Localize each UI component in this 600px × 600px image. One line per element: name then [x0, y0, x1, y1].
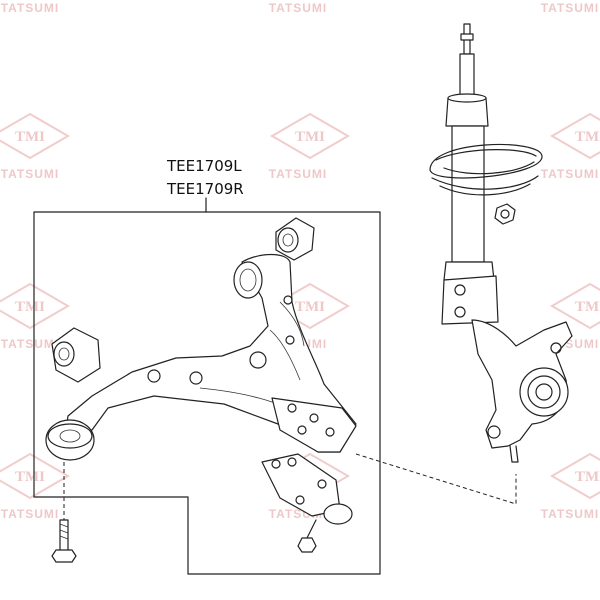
strut-assembly — [429, 23, 573, 463]
watermark-text: TATSUMI — [1, 167, 60, 181]
watermark-logo: TMI — [0, 282, 70, 330]
watermark-logo: TMI — [270, 112, 350, 160]
svg-text:TMI: TMI — [15, 469, 45, 485]
front-bushing — [51, 327, 101, 383]
svg-text:TMI: TMI — [295, 129, 325, 145]
watermark-text: TATSUMI — [541, 507, 600, 521]
svg-text:TMI: TMI — [295, 299, 325, 315]
watermark-text: TATSUMI — [269, 167, 328, 181]
watermark-logo: TMI — [550, 282, 600, 330]
svg-text:TMI: TMI — [575, 129, 600, 145]
ball-joint — [261, 453, 353, 553]
watermark-logo: TMI — [550, 112, 600, 160]
watermark-text: TATSUMI — [269, 1, 328, 15]
lower-control-arm — [65, 253, 357, 453]
watermark-logo: TMI — [0, 452, 70, 500]
svg-text:TMI: TMI — [575, 299, 600, 315]
bolt — [51, 462, 77, 563]
assembly-outline-box — [33, 211, 381, 575]
watermark-logo: TMI — [550, 452, 600, 500]
front-bracket — [45, 419, 95, 461]
part-number-left: TEE1709L — [167, 157, 242, 175]
watermark-text: TATSUMI — [541, 1, 600, 15]
watermark-text: TATSUMI — [541, 167, 600, 181]
watermark-text: TATSUMI — [1, 507, 60, 521]
watermark-text: TATSUMI — [1, 1, 60, 15]
part-number-right: TEE1709R — [167, 180, 244, 198]
svg-text:TMI: TMI — [575, 469, 600, 485]
watermark-text: TATSUMI — [1, 337, 60, 351]
svg-text:TMI: TMI — [15, 129, 45, 145]
svg-text:TMI: TMI — [15, 299, 45, 315]
rear-bushing — [275, 217, 315, 261]
watermark-logo: TMI — [0, 112, 70, 160]
